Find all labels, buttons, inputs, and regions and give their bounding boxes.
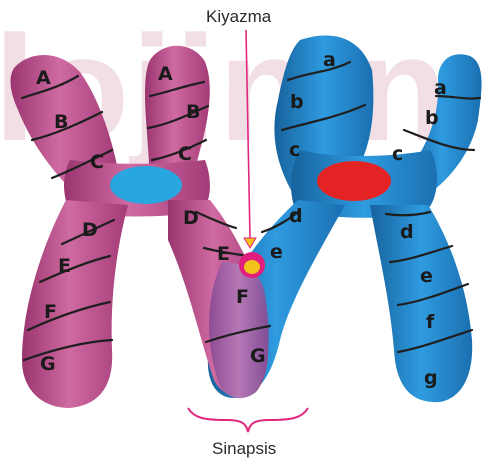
band-label: f <box>426 311 435 333</box>
chiasma-arrowhead <box>244 238 256 248</box>
band-label: e <box>420 265 433 287</box>
band-label: D <box>183 207 199 229</box>
paternal-centromere <box>317 161 391 201</box>
band-label: C <box>178 143 192 165</box>
band-label: b <box>425 107 439 129</box>
band-label: c <box>289 139 300 161</box>
band-label: A <box>36 67 51 89</box>
band-label: E <box>58 255 71 277</box>
synapsis-brace <box>188 408 308 432</box>
band-label: B <box>54 111 68 133</box>
maternal-centromere <box>110 166 182 204</box>
paternal-arm-lower-right <box>370 205 472 402</box>
band-label: D <box>82 219 98 241</box>
overlap-region <box>209 262 269 398</box>
band-label: c <box>392 143 403 165</box>
chiasma-marker-center <box>244 260 260 274</box>
band-label: d <box>400 221 414 243</box>
kiyazma-label: Kiyazma <box>206 7 272 26</box>
band-label: E <box>217 243 230 265</box>
band-label: g <box>424 367 438 389</box>
band-label: G <box>40 353 56 375</box>
band-label: a <box>434 77 447 99</box>
band-label: F <box>236 286 249 308</box>
sinapsis-label: Sinapsis <box>212 439 276 458</box>
band-label: A <box>158 63 173 85</box>
band-label: F <box>44 301 57 323</box>
band-label: G <box>250 345 266 367</box>
band-label: b <box>290 91 304 113</box>
band-label: B <box>186 101 200 123</box>
band-label: e <box>270 241 283 263</box>
band-label: C <box>90 151 104 173</box>
band-label: a <box>323 49 336 71</box>
band-label: d <box>289 205 303 227</box>
maternal-arm-lower-left <box>22 200 128 408</box>
